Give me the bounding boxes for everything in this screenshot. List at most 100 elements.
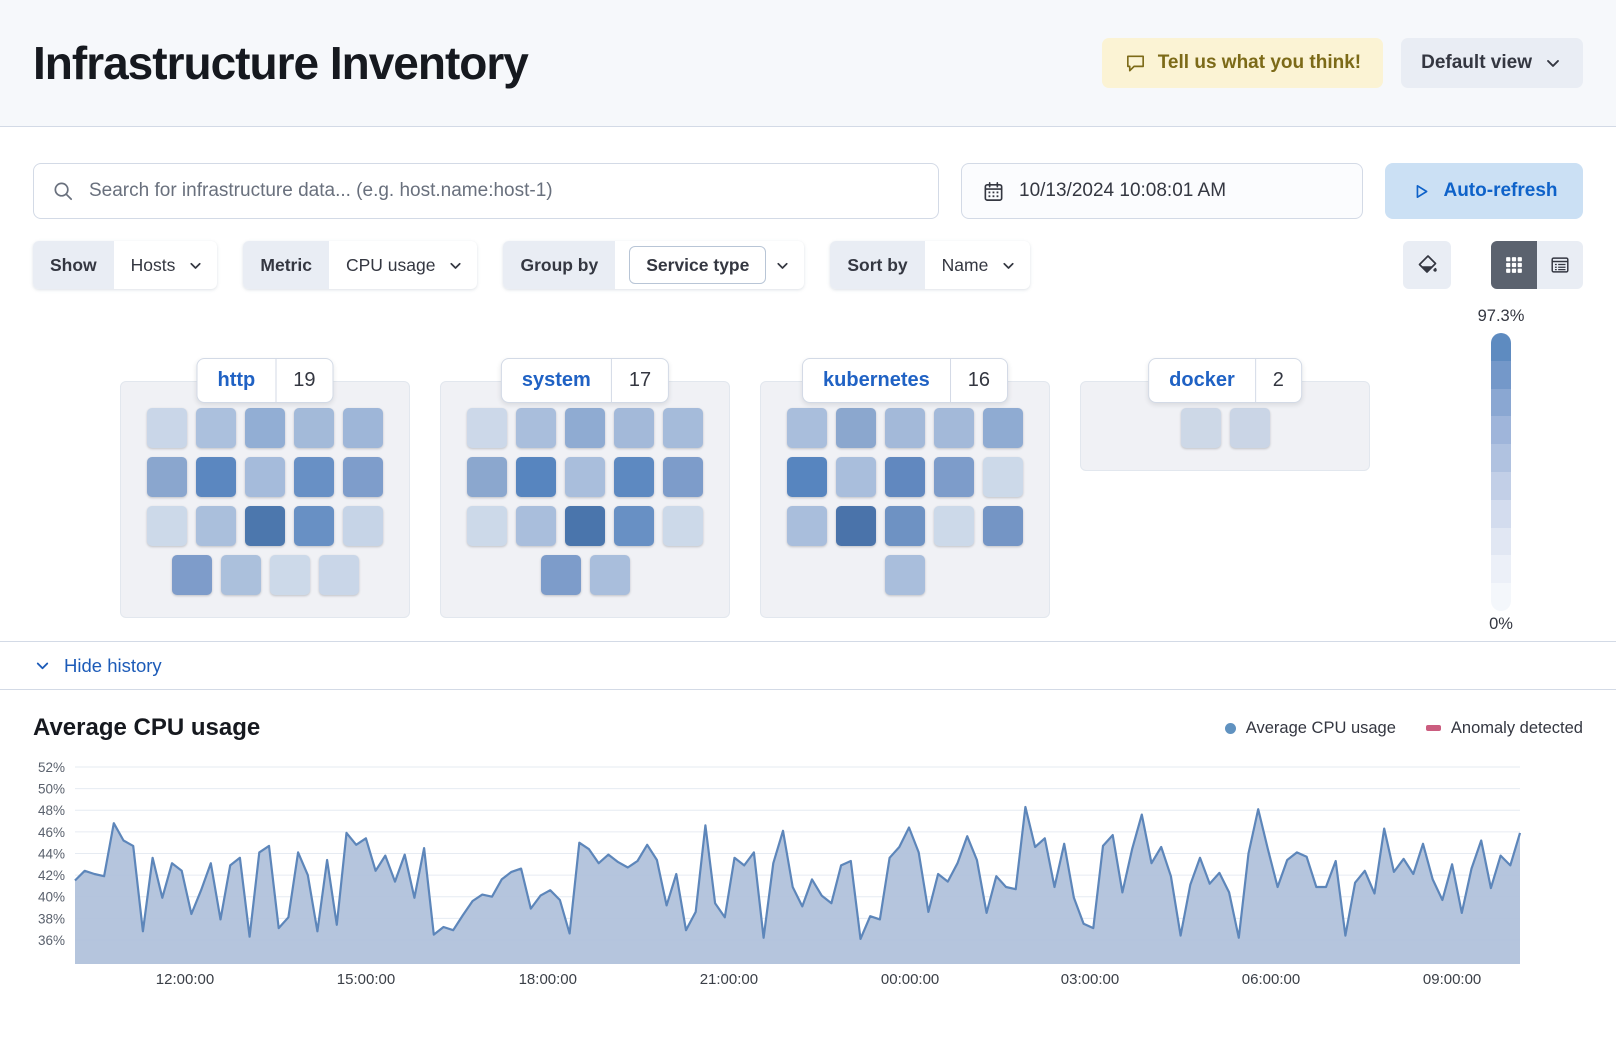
grid-view-button[interactable] [1491,241,1537,289]
y-axis-tick-label: 36% [38,933,65,948]
x-axis-tick-label: 09:00:00 [1423,971,1481,988]
host-square[interactable] [343,506,383,546]
show-filter-label: Show [33,241,114,289]
search-input[interactable] [87,179,920,203]
view-selector-button[interactable]: Default view [1401,38,1583,88]
host-square[interactable] [294,506,334,546]
host-square[interactable] [787,506,827,546]
legend-item[interactable]: Average CPU usage [1224,718,1396,738]
host-square[interactable] [220,555,261,595]
host-square[interactable] [516,457,556,497]
host-square[interactable] [245,408,285,448]
host-square[interactable] [343,457,383,497]
group-name[interactable]: kubernetes [823,369,930,391]
group-by-filter-value[interactable]: Service type [629,246,767,284]
host-square[interactable] [885,555,925,595]
page-header: Infrastructure Inventory Tell us what yo… [0,0,1616,127]
table-view-button[interactable] [1537,241,1583,289]
host-square[interactable] [787,457,827,497]
host-square-row [540,555,630,595]
host-square[interactable] [565,506,605,546]
host-square[interactable] [196,506,236,546]
host-square[interactable] [614,506,654,546]
host-square[interactable] [516,506,556,546]
host-square[interactable] [245,457,285,497]
host-square[interactable] [836,408,876,448]
legend-item[interactable]: Anomaly detected [1425,719,1583,738]
legend-label: Average CPU usage [1245,718,1396,737]
host-square[interactable] [983,506,1023,546]
host-square[interactable] [934,457,974,497]
host-square[interactable] [614,457,654,497]
group-badge-kubernetes[interactable]: kubernetes 16 [802,358,1008,403]
host-square[interactable] [147,506,187,546]
host-square[interactable] [663,408,703,448]
host-square[interactable] [196,457,236,497]
scale-max-label: 97.3% [1477,307,1525,325]
x-axis-tick-label: 06:00:00 [1242,971,1300,988]
host-square[interactable] [294,457,334,497]
host-square[interactable] [343,408,383,448]
sort-by-filter-value: Name [941,254,989,275]
host-square-row [171,555,359,595]
metric-filter[interactable]: Metric CPU usage [243,241,478,289]
host-square[interactable] [245,506,285,546]
group-count: 16 [949,359,1007,402]
feedback-button[interactable]: Tell us what you think! [1101,38,1384,88]
host-square[interactable] [269,555,310,595]
date-picker-button[interactable]: 10/13/2024 10:08:01 AM [961,163,1363,219]
chevron-down-icon [187,257,204,274]
host-square[interactable] [787,408,827,448]
group-by-filter[interactable]: Group by Service type [503,241,805,289]
host-square[interactable] [147,457,187,497]
host-square[interactable] [467,408,507,448]
show-filter[interactable]: Show Hosts [33,241,218,289]
host-square[interactable] [614,408,654,448]
host-square[interactable] [836,506,876,546]
host-square[interactable] [836,457,876,497]
host-square[interactable] [663,457,703,497]
host-square[interactable] [1229,408,1270,448]
host-square[interactable] [885,408,925,448]
group-name[interactable]: http [217,369,256,391]
y-axis-tick-label: 50% [38,782,65,797]
host-square-row [147,506,383,546]
metric-filter-value: CPU usage [345,254,436,275]
cpu-usage-line [74,805,1522,940]
host-square[interactable] [885,457,925,497]
host-square[interactable] [934,408,974,448]
host-square[interactable] [589,555,630,595]
host-square[interactable] [565,457,605,497]
hide-history-link[interactable]: Hide history [33,655,162,677]
host-square[interactable] [540,555,581,595]
host-square[interactable] [663,506,703,546]
group-count: 19 [275,359,332,402]
host-square[interactable] [294,408,334,448]
sort-by-filter[interactable]: Sort by Name [830,241,1031,289]
host-square[interactable] [147,408,187,448]
auto-refresh-button[interactable]: Auto-refresh [1385,163,1583,219]
color-palette-button[interactable] [1403,241,1451,289]
host-square[interactable] [467,457,507,497]
host-square[interactable] [516,408,556,448]
x-axis-tick-label: 21:00:00 [700,971,758,988]
host-square[interactable] [1180,408,1221,448]
host-square[interactable] [983,457,1023,497]
host-square[interactable] [318,555,359,595]
host-square[interactable] [565,408,605,448]
host-square[interactable] [983,408,1023,448]
host-square[interactable] [467,506,507,546]
calendar-icon [984,181,1003,201]
host-square[interactable] [934,506,974,546]
y-axis-tick-label: 40% [38,890,65,905]
group-name[interactable]: system [521,369,591,391]
group-name[interactable]: docker [1169,369,1235,391]
host-square[interactable] [196,408,236,448]
host-square[interactable] [171,555,212,595]
group-badge-http[interactable]: http 19 [196,358,334,403]
host-square[interactable] [885,506,925,546]
